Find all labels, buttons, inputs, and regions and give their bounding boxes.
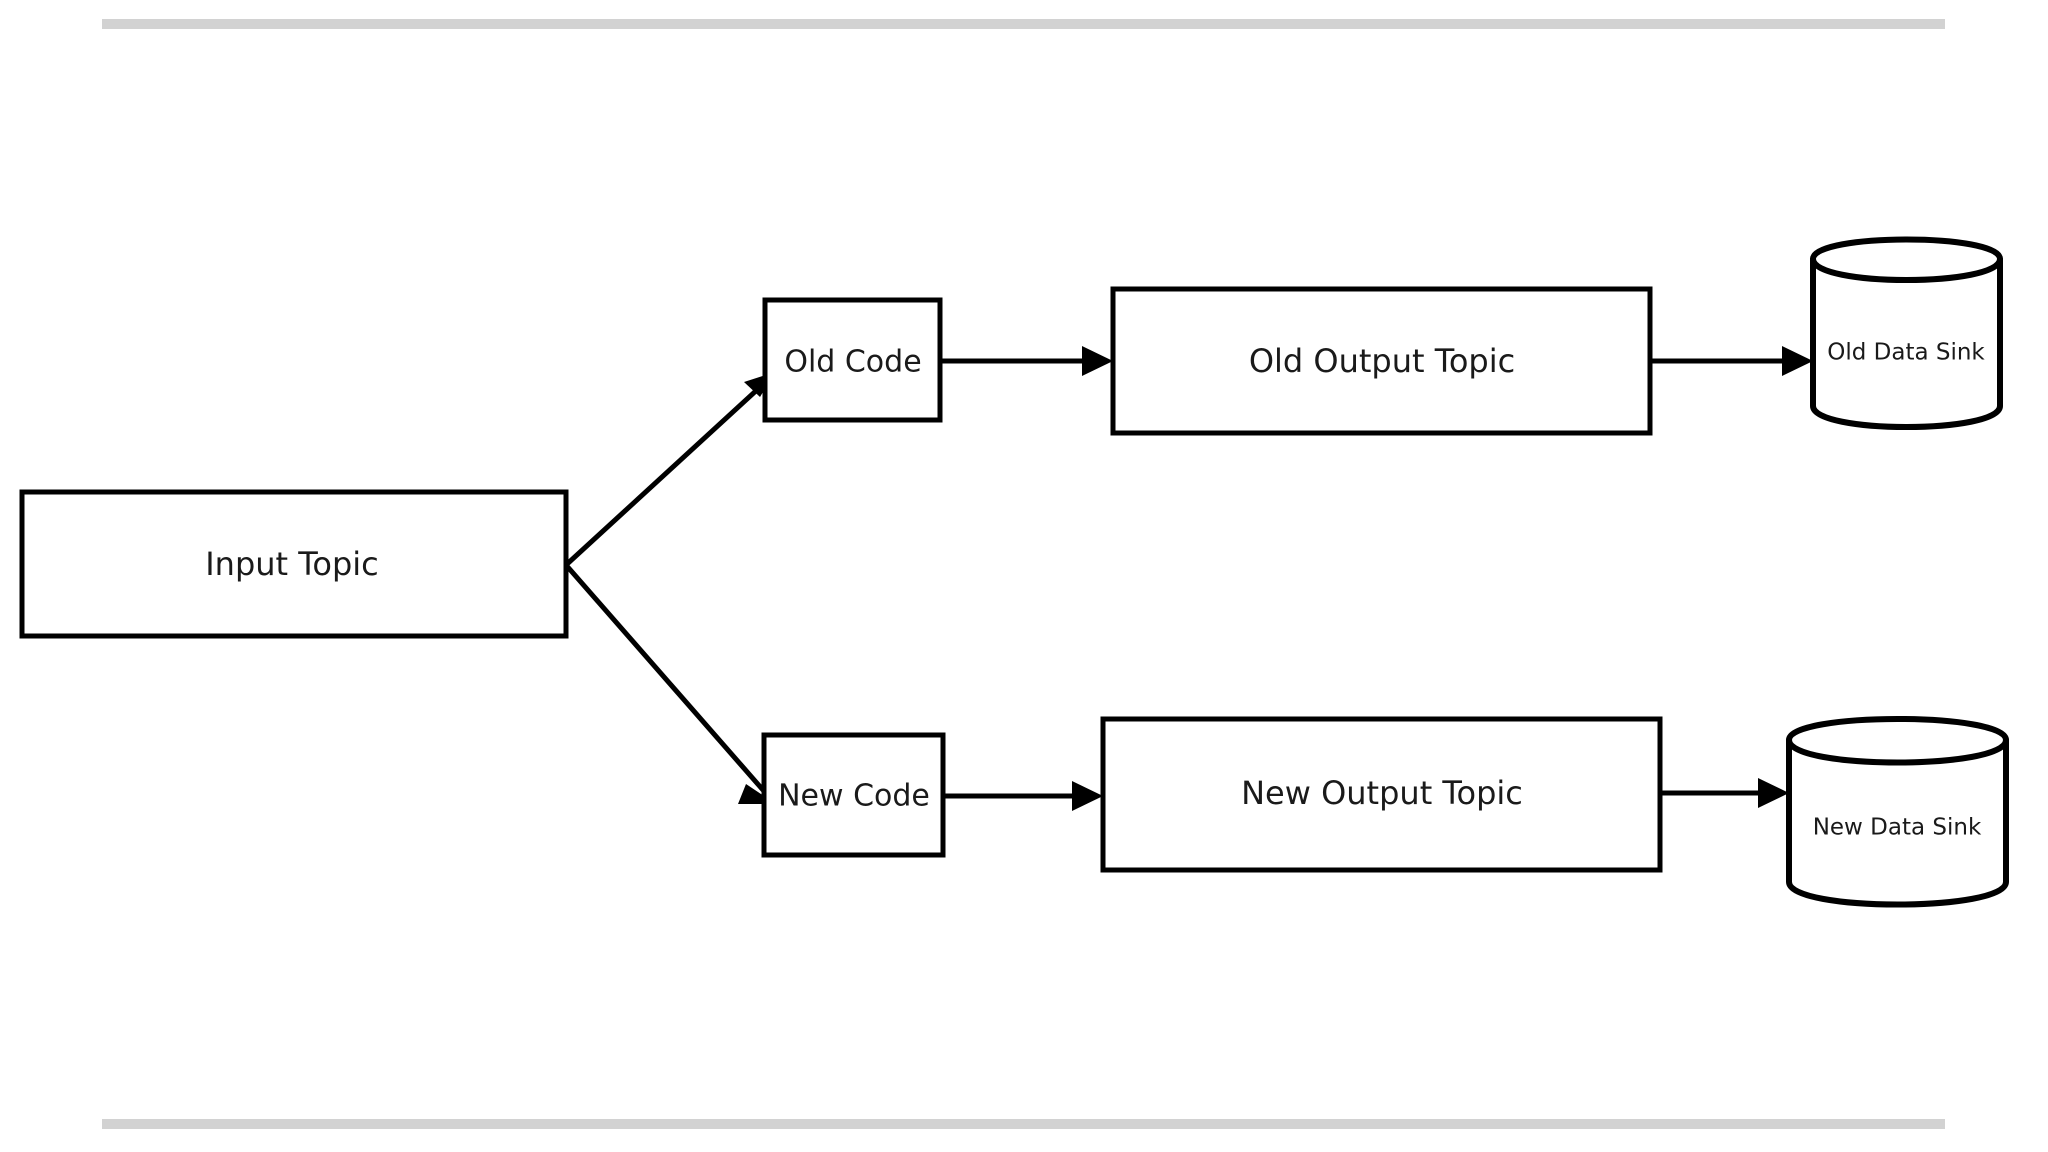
node-old-code-label: Old Code <box>784 345 921 380</box>
node-new-code-label: New Code <box>778 779 930 814</box>
node-input-topic[interactable]: Input Topic <box>19 489 569 639</box>
node-input-topic-label: Input Topic <box>205 545 379 583</box>
node-old-data-sink-label: Old Data Sink <box>1827 340 1985 366</box>
node-new-data-sink-label: New Data Sink <box>1813 815 1982 841</box>
node-old-code[interactable]: Old Code <box>762 297 943 423</box>
bottom-divider-rule <box>102 1119 1945 1129</box>
node-new-code[interactable]: New Code <box>761 732 946 858</box>
node-new-output-topic-label: New Output Topic <box>1241 774 1523 812</box>
node-old-output-topic-label: Old Output Topic <box>1249 342 1515 380</box>
edge-input-topic-to-old-code <box>564 372 775 567</box>
node-old-output-topic[interactable]: Old Output Topic <box>1110 286 1653 436</box>
node-new-output-topic[interactable]: New Output Topic <box>1100 716 1663 873</box>
top-divider-rule <box>102 19 1945 29</box>
edge-input-topic-to-new-code <box>564 563 776 804</box>
edge-old-output-topic-to-old-data-sink <box>1650 346 1813 376</box>
edge-new-output-topic-to-new-data-sink <box>1660 778 1789 808</box>
node-old-data-sink[interactable]: Old Data Sink <box>1810 236 2003 430</box>
edge-new-code-to-new-output-topic <box>943 781 1103 811</box>
edge-old-code-to-old-output-topic <box>940 346 1113 376</box>
node-new-data-sink[interactable]: New Data Sink <box>1786 716 2009 908</box>
